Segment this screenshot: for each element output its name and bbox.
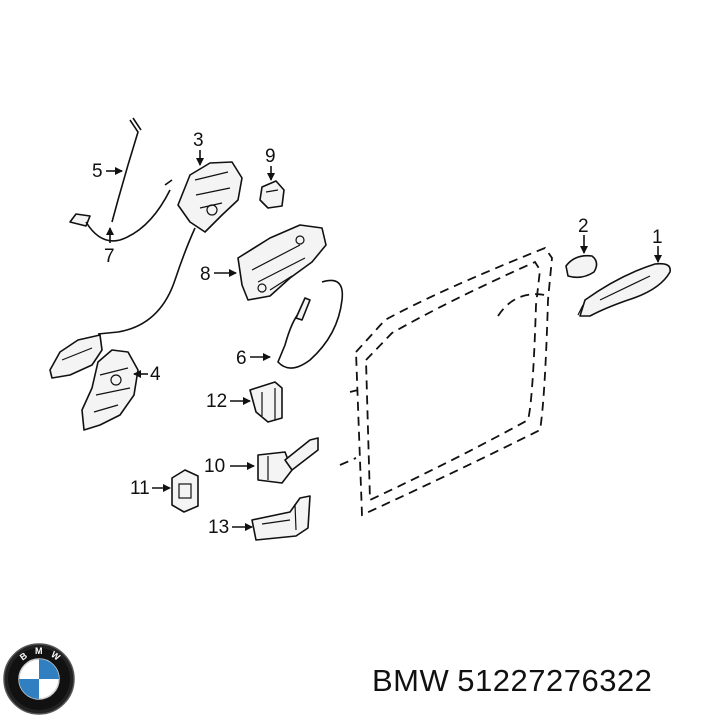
part-2-handle-cap (565, 254, 598, 279)
callout-4: 4 (133, 364, 161, 385)
door-outline (339, 246, 553, 517)
svg-text:13: 13 (208, 517, 229, 538)
part-10-door-check (257, 437, 319, 484)
part-11-plate (171, 469, 199, 513)
callout-5: 5 (92, 161, 123, 182)
callout-7: 7 (104, 227, 115, 267)
svg-text:B: B (18, 650, 29, 662)
svg-text:8: 8 (200, 264, 211, 285)
lock-cable (97, 227, 196, 335)
callout-11: 11 (130, 478, 171, 499)
svg-text:2: 2 (578, 216, 589, 237)
svg-text:12: 12 (206, 391, 227, 412)
part-7-cable (69, 179, 173, 242)
callout-8: 8 (200, 264, 237, 285)
part-number: 51227276322 (457, 663, 653, 698)
svg-text:5: 5 (92, 161, 103, 182)
callout-3: 3 (193, 130, 204, 166)
part-5-rod (111, 117, 142, 223)
callout-2: 2 (578, 216, 589, 254)
svg-text:4: 4 (150, 364, 161, 385)
part-4-bracket (81, 349, 139, 431)
part-13-hinge-bracket (251, 495, 311, 541)
callout-1: 1 (652, 227, 663, 263)
part-6-bowden-cable (277, 279, 344, 369)
svg-text:1: 1 (652, 227, 663, 248)
part-8-lock-bracket (237, 224, 327, 301)
part-12-hinge (249, 381, 283, 423)
part-4-upper-carrier (49, 334, 103, 379)
svg-text:9: 9 (265, 146, 276, 167)
callout-9: 9 (265, 146, 276, 181)
callout-13: 13 (208, 517, 253, 538)
callout-10: 10 (204, 456, 255, 477)
svg-text:6: 6 (236, 348, 247, 369)
svg-text:11: 11 (130, 478, 150, 499)
brand-name: BMW (372, 663, 450, 698)
callout-12: 12 (206, 391, 251, 412)
bmw-logo: B M W (3, 643, 75, 715)
svg-text:3: 3 (193, 130, 204, 151)
part-3-door-lock (177, 161, 243, 233)
part-9-clip (259, 180, 285, 209)
part-1-door-handle (577, 262, 672, 317)
callout-6: 6 (236, 348, 271, 369)
svg-text:7: 7 (104, 246, 115, 267)
svg-text:M: M (35, 646, 43, 656)
svg-text:10: 10 (204, 456, 225, 477)
